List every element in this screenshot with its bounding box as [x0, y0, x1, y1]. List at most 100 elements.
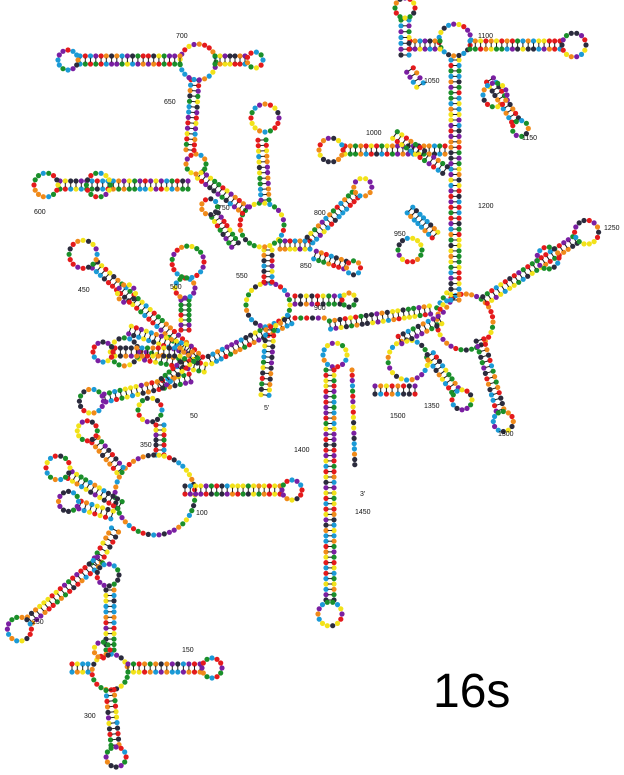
- nucleotide: [198, 249, 204, 255]
- base-pair: [523, 270, 528, 276]
- nucleotide: [406, 40, 412, 46]
- nucleotide: [323, 458, 329, 464]
- nucleotide: [456, 177, 462, 183]
- nucleotide: [113, 709, 119, 715]
- nucleotide: [144, 345, 151, 351]
- nucleotide: [541, 46, 547, 52]
- base-pair: [146, 385, 149, 391]
- nucleotide: [294, 496, 300, 502]
- nucleotide: [92, 482, 98, 488]
- nucleotide: [415, 323, 421, 329]
- nucleotide: [89, 501, 95, 508]
- nucleotide: [349, 383, 356, 389]
- nucleotide: [158, 661, 164, 667]
- nucleotide: [260, 57, 266, 63]
- nucleotide: [352, 456, 358, 463]
- nucleotide: [161, 422, 167, 428]
- nucleotide: [404, 259, 410, 265]
- nucleotide: [248, 317, 255, 323]
- label-900: 900: [314, 305, 326, 312]
- nucleotide: [62, 455, 69, 461]
- nucleotide: [183, 141, 189, 147]
- nucleotide: [456, 68, 462, 74]
- base-pair: [104, 543, 109, 547]
- nucleotide: [398, 23, 404, 29]
- nucleotide: [69, 669, 75, 675]
- nucleotide: [323, 388, 329, 394]
- nucleotide: [219, 346, 225, 352]
- nucleotide: [194, 99, 201, 105]
- nucleotide: [281, 222, 287, 228]
- nucleotide: [335, 156, 342, 162]
- nucleotide: [281, 287, 288, 293]
- base-pair: [143, 332, 147, 338]
- nucleotide: [280, 482, 286, 488]
- nucleotide: [131, 332, 137, 339]
- label-1300: 1300: [498, 431, 514, 438]
- nucleotide: [331, 560, 337, 566]
- nucleotide: [94, 569, 100, 576]
- base-pair: [381, 314, 384, 320]
- nucleotide: [536, 46, 542, 52]
- nucleotide: [469, 346, 475, 352]
- base-pair: [429, 307, 431, 313]
- nucleotide: [331, 367, 337, 373]
- nucleotide: [113, 484, 119, 490]
- nucleotide: [357, 265, 364, 271]
- nucleotide: [448, 264, 454, 270]
- nucleotide: [349, 323, 355, 329]
- nucleotide: [27, 631, 33, 637]
- nucleotide: [440, 336, 446, 342]
- nucleotide: [499, 38, 505, 44]
- nucleotide: [354, 322, 360, 328]
- nucleotide: [410, 259, 416, 265]
- nucleotide: [292, 246, 298, 252]
- nucleotide: [451, 53, 457, 59]
- nucleotide: [258, 192, 264, 198]
- nucleotide: [505, 427, 511, 433]
- nucleotide: [89, 178, 95, 184]
- nucleotide: [75, 498, 82, 504]
- nucleotide: [210, 351, 216, 357]
- nucleotide: [233, 339, 239, 345]
- nucleotide: [456, 237, 462, 243]
- nucleotide: [227, 61, 233, 67]
- nucleotide: [232, 61, 238, 67]
- nucleotide: [323, 506, 329, 512]
- nucleotide: [70, 261, 76, 267]
- nucleotide: [456, 57, 462, 63]
- nucleotide: [384, 309, 390, 315]
- nucleotide: [268, 324, 274, 330]
- nucleotide: [168, 336, 174, 343]
- base-pair: [408, 208, 412, 212]
- nucleotide: [323, 522, 329, 528]
- nucleotide: [245, 483, 251, 489]
- nucleotide: [456, 259, 462, 265]
- base-pair: [94, 507, 98, 513]
- base-pair: [493, 87, 498, 91]
- nucleotide: [272, 125, 278, 131]
- nucleotide: [93, 61, 99, 67]
- nucleotide: [248, 115, 254, 121]
- nucleotide: [103, 191, 109, 197]
- base-pair: [443, 167, 447, 173]
- label-550: 550: [236, 273, 248, 280]
- nucleotide: [429, 326, 435, 332]
- nucleotide: [463, 291, 469, 297]
- nucleotide: [368, 143, 374, 149]
- nucleotide: [330, 599, 336, 605]
- nucleotide: [541, 265, 547, 271]
- label-1050: 1050: [424, 78, 440, 85]
- nucleotide: [67, 588, 73, 594]
- nucleotide: [555, 260, 561, 266]
- nucleotide: [265, 186, 271, 192]
- nucleotide: [507, 285, 513, 291]
- nucleotide: [186, 109, 192, 115]
- nucleotide: [213, 198, 219, 205]
- nucleotide: [108, 398, 114, 404]
- nucleotide: [204, 674, 210, 680]
- nucleotide: [323, 511, 329, 517]
- nucleotide: [325, 135, 331, 141]
- nucleotide: [6, 621, 12, 627]
- nucleotide: [323, 474, 329, 480]
